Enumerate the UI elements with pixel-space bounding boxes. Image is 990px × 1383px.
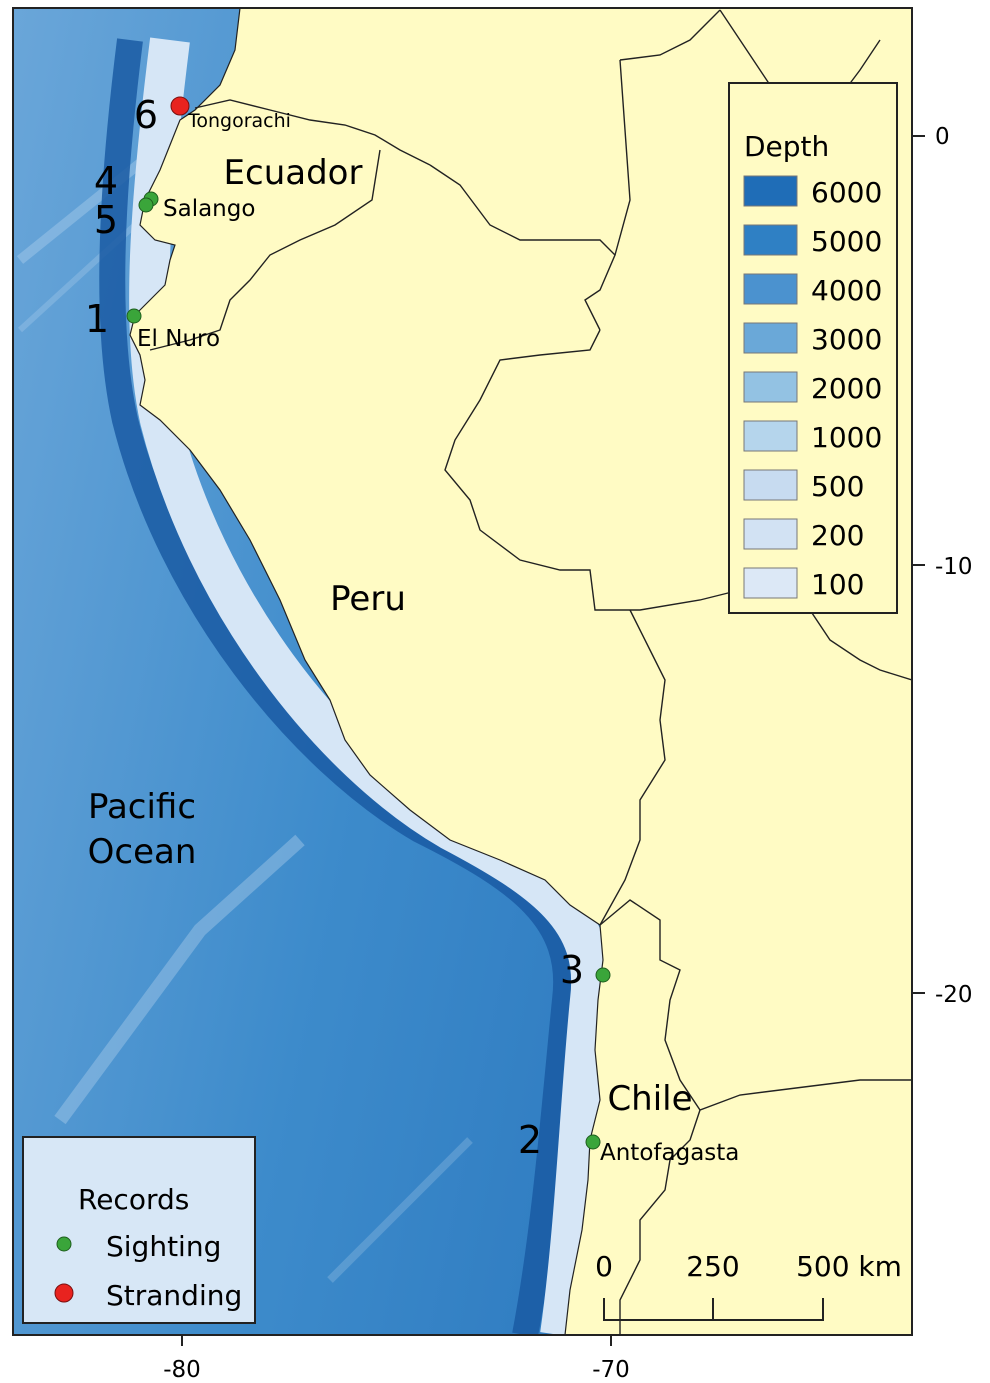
place-name-antofagasta: Antofagasta [600, 1140, 739, 1166]
map-frame [12, 7, 913, 1336]
depth-label-100: 100 [811, 568, 864, 601]
label-ecuador: Ecuador [224, 153, 363, 193]
legend-stranding-label: Stranding [106, 1279, 242, 1312]
scale-label-0: 0 [595, 1250, 613, 1283]
record-number-4: 4 [94, 159, 118, 203]
sighting-point-5[interactable] [138, 197, 154, 213]
sighting-point-1[interactable] [126, 308, 142, 324]
depth-swatch-2000 [743, 371, 798, 403]
place-name-tongorachi: Tongorachi [187, 110, 291, 132]
depth-swatch-1000 [743, 420, 798, 452]
x-tick-minus-70: -70 [592, 1357, 630, 1383]
stranding-point-6[interactable] [170, 96, 190, 116]
record-number-2: 2 [518, 1118, 542, 1162]
label-ocean-line1: Pacific [88, 787, 196, 827]
place-name-el-nuro: El Nuro [137, 326, 220, 352]
depth-swatch-500 [743, 469, 798, 501]
records-legend: Records Sighting Stranding [22, 1136, 256, 1324]
record-points [126, 96, 611, 1150]
label-peru: Peru [330, 579, 406, 619]
legend-sighting-symbol [56, 1236, 72, 1252]
label-ocean-line2: Ocean [88, 832, 197, 872]
x-tick-minus-80: -80 [163, 1357, 201, 1383]
y-tick-minus-10: -10 [935, 554, 973, 580]
depth-swatch-3000 [743, 322, 798, 354]
scale-bar: 0 250 500 km [595, 1250, 902, 1321]
record-number-3: 3 [560, 948, 584, 992]
depth-label-6000: 6000 [811, 176, 882, 209]
scale-label-250: 250 [686, 1250, 739, 1283]
legend-stranding-symbol [54, 1283, 74, 1303]
depth-label-5000: 5000 [811, 225, 882, 258]
y-tick-minus-20: -20 [935, 982, 973, 1008]
depth-swatch-4000 [743, 273, 798, 305]
depth-label-500: 500 [811, 470, 864, 503]
sighting-point-3[interactable] [595, 967, 611, 983]
depth-label-2000: 2000 [811, 372, 882, 405]
records-legend-title: Records [78, 1183, 189, 1216]
record-number-6: 6 [134, 93, 158, 137]
sighting-point-2[interactable] [585, 1134, 601, 1150]
label-chile: Chile [607, 1079, 692, 1119]
land-area [129, 8, 912, 1335]
scale-label-500: 500 km [796, 1250, 902, 1283]
depth-legend-title: Depth [744, 130, 829, 163]
depth-legend: Depth 6000 5000 4000 3000 2000 1000 500 200 100 [728, 82, 898, 614]
legend-sighting-label: Sighting [106, 1230, 221, 1263]
depth-swatch-100 [743, 567, 798, 599]
y-tick-0: 0 [935, 124, 950, 150]
depth-swatch-6000 [743, 175, 798, 207]
place-name-salango: Salango [163, 196, 255, 222]
depth-label-1000: 1000 [811, 421, 882, 454]
depth-swatch-5000 [743, 224, 798, 256]
depth-swatch-200 [743, 518, 798, 550]
record-number-5: 5 [94, 198, 118, 242]
depth-label-200: 200 [811, 519, 864, 552]
record-number-1: 1 [85, 297, 109, 341]
depth-label-3000: 3000 [811, 323, 882, 356]
axis-ticks [181, 135, 925, 1346]
depth-label-4000: 4000 [811, 274, 882, 307]
